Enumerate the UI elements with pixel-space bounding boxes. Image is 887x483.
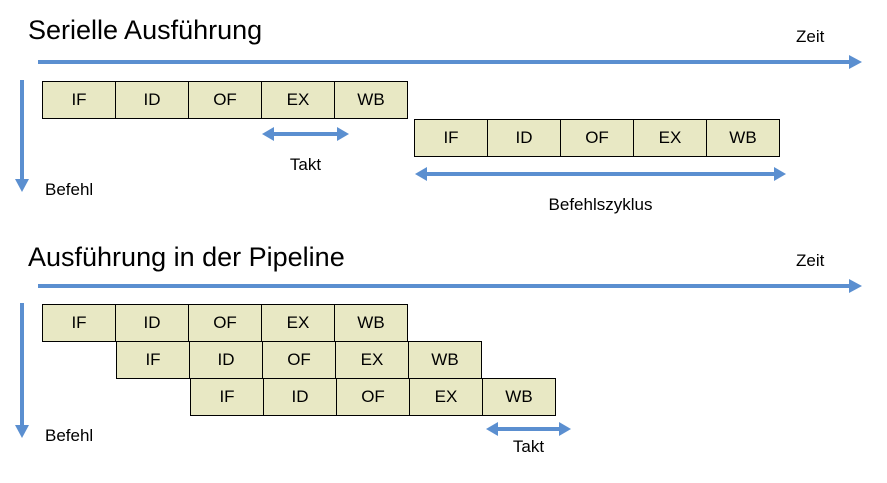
stage-cell-wb: WB bbox=[334, 304, 408, 342]
stage-cell-ex: EX bbox=[633, 119, 707, 157]
pipeline-time-axis-arrow bbox=[38, 279, 862, 293]
serial-takt-label: Takt bbox=[289, 155, 322, 174]
stage-cell-wb: WB bbox=[334, 81, 408, 119]
stage-cell-if: IF bbox=[190, 378, 264, 416]
serial-befehl-label: Befehl bbox=[45, 180, 94, 199]
time-axis-shaft bbox=[38, 60, 849, 64]
serial-time-label: Zeit bbox=[796, 27, 825, 46]
arrow-head-right-icon bbox=[849, 55, 862, 69]
stage-cell-of: OF bbox=[560, 119, 634, 157]
serial-instruction-row-2: IF ID OF EX WB bbox=[414, 119, 780, 157]
time-axis-shaft bbox=[38, 284, 849, 288]
befehlszyklus-label: Befehlszyklus bbox=[548, 195, 653, 214]
pipeline-befehl-axis-arrow bbox=[15, 303, 29, 438]
pipeline-instruction-row-2: IF ID OF EX WB bbox=[116, 341, 482, 379]
stage-cell-ex: EX bbox=[261, 81, 335, 119]
arrow-head-right-icon bbox=[559, 422, 571, 436]
pipeline-takt-label: Takt bbox=[512, 437, 545, 456]
arrow-head-down-icon bbox=[15, 179, 29, 192]
stage-cell-wb: WB bbox=[706, 119, 780, 157]
arrow-head-down-icon bbox=[15, 425, 29, 438]
stage-cell-wb: WB bbox=[482, 378, 556, 416]
arrow-head-right-icon bbox=[849, 279, 862, 293]
arrow-head-right-icon bbox=[337, 127, 349, 141]
pipeline-section-title: Ausführung in der Pipeline bbox=[28, 242, 345, 272]
befehl-axis-shaft bbox=[20, 303, 24, 425]
stage-cell-ex: EX bbox=[261, 304, 335, 342]
serial-takt-measure-arrow bbox=[262, 127, 349, 141]
serial-befehl-axis-arrow bbox=[15, 80, 29, 192]
pipeline-takt-measure-arrow bbox=[486, 422, 571, 436]
stage-cell-of: OF bbox=[262, 341, 336, 379]
stage-cell-if: IF bbox=[42, 304, 116, 342]
stage-cell-of: OF bbox=[188, 304, 262, 342]
befehl-axis-shaft bbox=[20, 80, 24, 179]
stage-cell-id: ID bbox=[263, 378, 337, 416]
befehlszyklus-measure-arrow bbox=[415, 167, 786, 181]
arrow-head-left-icon bbox=[415, 167, 427, 181]
stage-cell-if: IF bbox=[42, 81, 116, 119]
stage-cell-if: IF bbox=[414, 119, 488, 157]
measure-shaft bbox=[273, 132, 338, 136]
stage-cell-of: OF bbox=[336, 378, 410, 416]
stage-cell-id: ID bbox=[115, 81, 189, 119]
stage-cell-of: OF bbox=[188, 81, 262, 119]
stage-cell-id: ID bbox=[189, 341, 263, 379]
serial-instruction-row-1: IF ID OF EX WB bbox=[42, 81, 408, 119]
pipeline-time-label: Zeit bbox=[796, 251, 825, 270]
arrow-head-left-icon bbox=[486, 422, 498, 436]
stage-cell-wb: WB bbox=[408, 341, 482, 379]
arrow-head-right-icon bbox=[774, 167, 786, 181]
measure-shaft bbox=[497, 427, 560, 431]
stage-cell-ex: EX bbox=[335, 341, 409, 379]
pipeline-instruction-row-1: IF ID OF EX WB bbox=[42, 304, 408, 342]
stage-cell-id: ID bbox=[115, 304, 189, 342]
serial-time-axis-arrow bbox=[38, 55, 862, 69]
serial-section-title: Serielle Ausführung bbox=[28, 15, 263, 45]
pipeline-befehl-label: Befehl bbox=[45, 426, 94, 445]
stage-cell-id: ID bbox=[487, 119, 561, 157]
stage-cell-ex: EX bbox=[409, 378, 483, 416]
arrow-head-left-icon bbox=[262, 127, 274, 141]
pipeline-instruction-row-3: IF ID OF EX WB bbox=[190, 378, 556, 416]
measure-shaft bbox=[426, 172, 775, 176]
stage-cell-if: IF bbox=[116, 341, 190, 379]
